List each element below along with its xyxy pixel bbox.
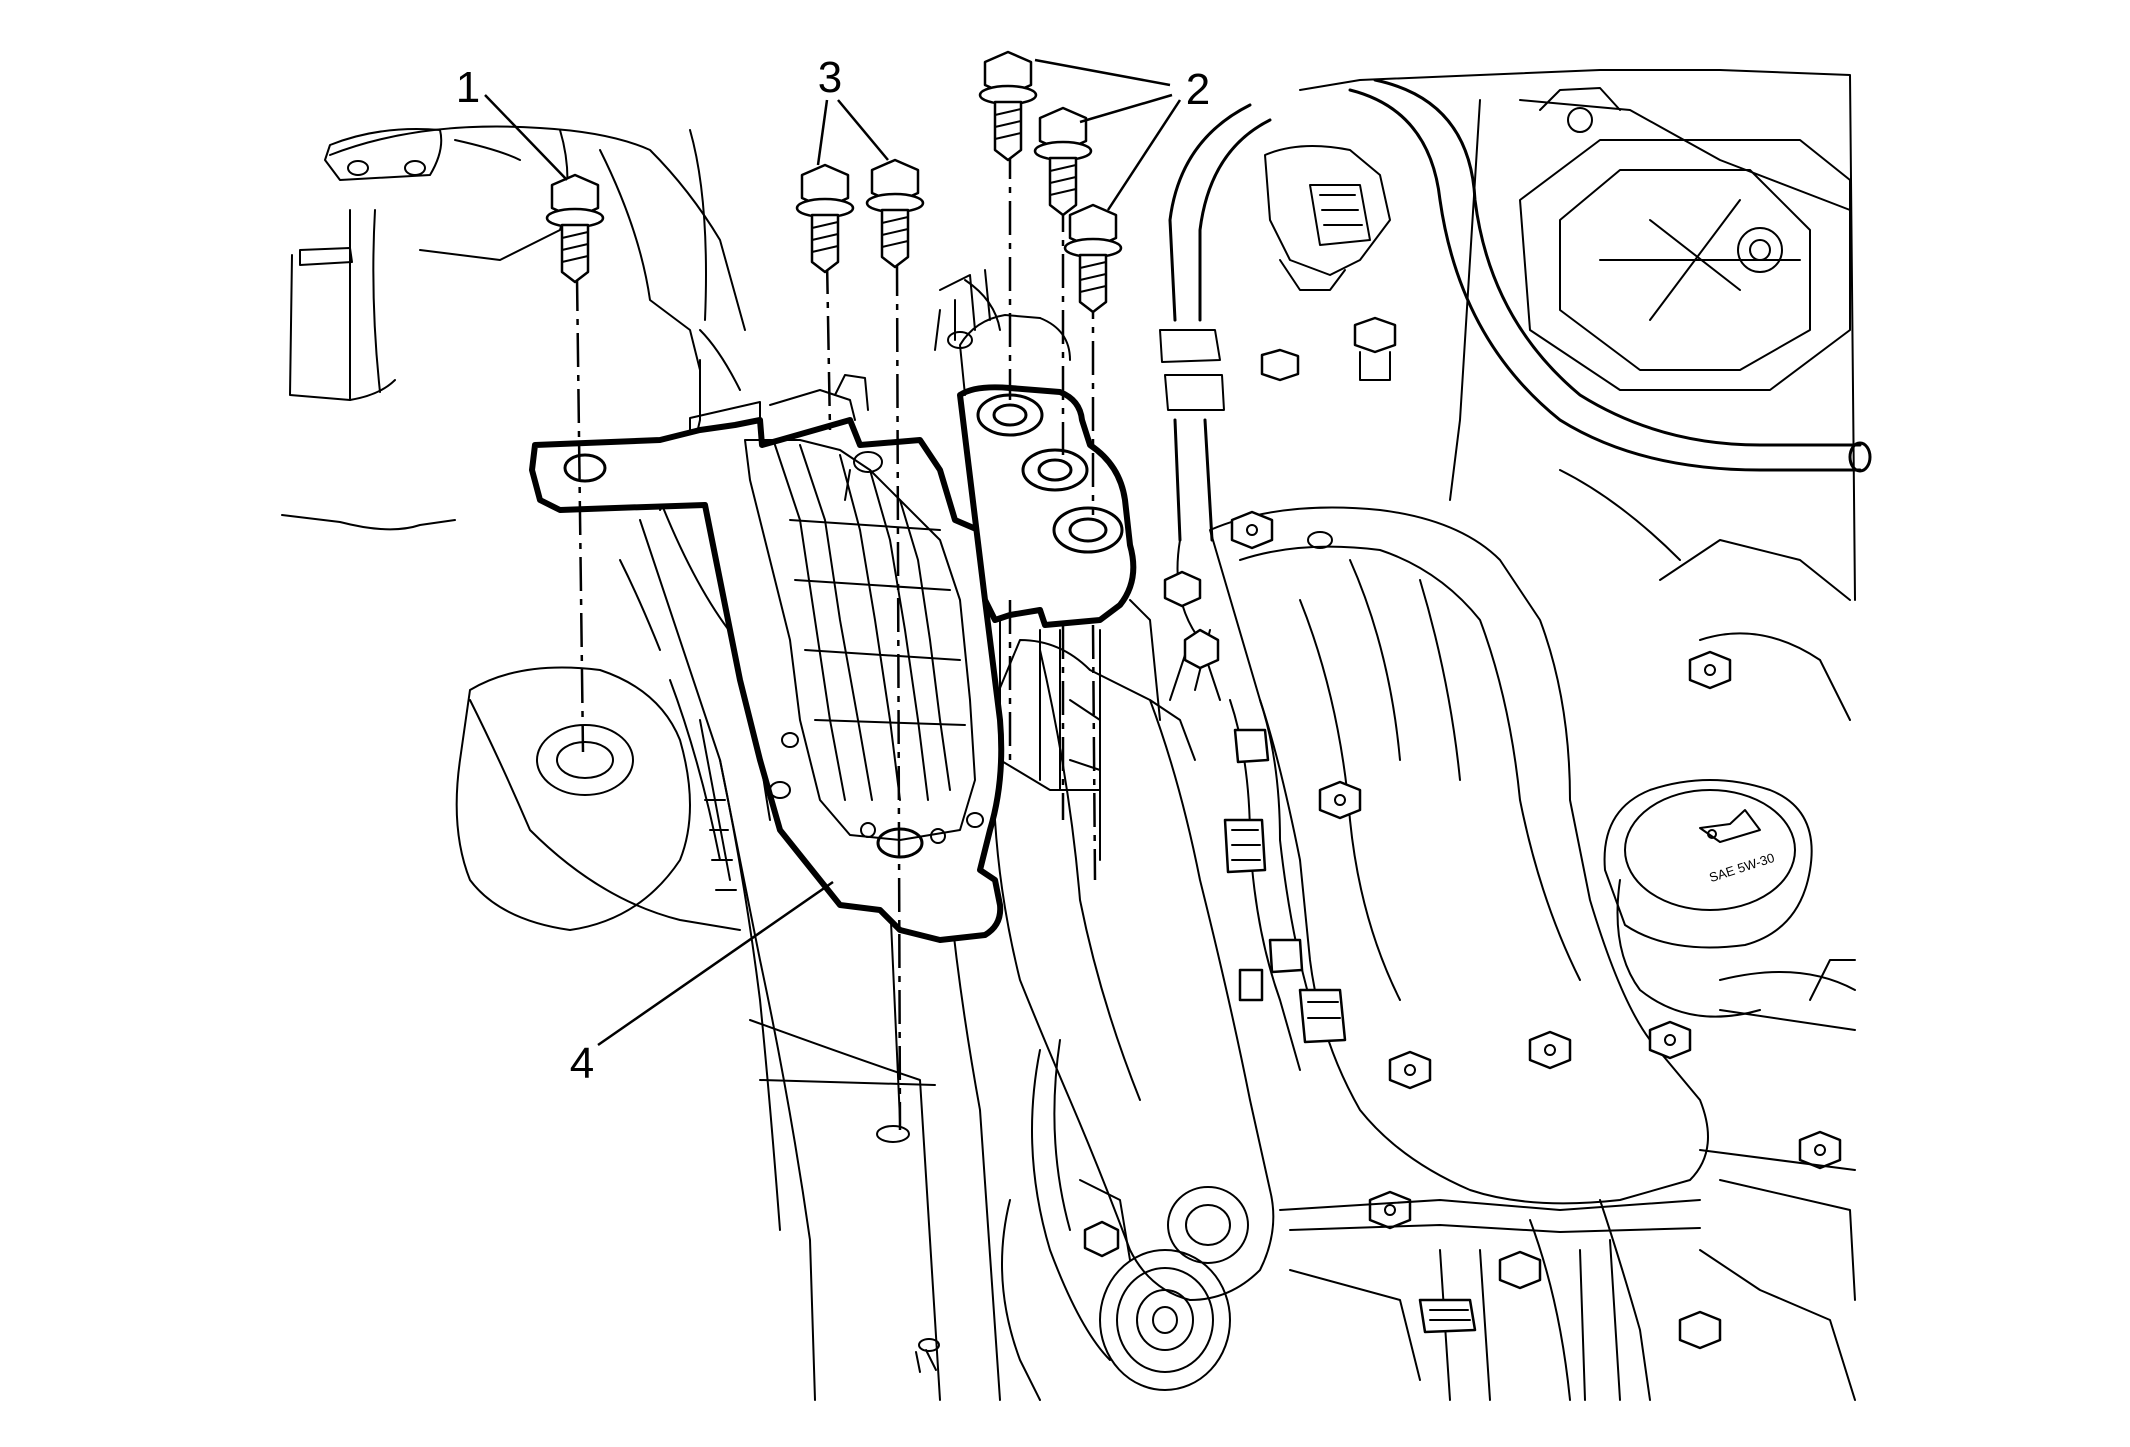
callout-1: 1 [456,63,480,112]
oil-filler-cap: SAE 5W-30 [1603,779,1813,1018]
housing-bolt [1230,510,1274,550]
accessory-pulleys [1001,1039,1231,1401]
transmission-mount-bracket [529,374,1005,943]
oil-cap-label: SAE 5W-30 [1707,850,1776,885]
bolt-centerlines [575,145,1097,1131]
bolt-item-2-middle [1033,106,1093,217]
bolt-item-2-bottom [1063,203,1123,314]
housing-bolt [1318,780,1362,820]
lower-linkage [1279,1199,1856,1401]
wiring-harness [1223,699,1347,1071]
side-support [934,269,1161,861]
callout-3: 3 [818,53,842,102]
bolt-item-3-left [795,163,855,274]
frame-boss-left [455,666,737,931]
bolt-item-3-right [865,158,925,269]
housing-bolt [1368,1190,1412,1230]
housing-bolt [1798,1130,1842,1170]
transmission-case [281,125,781,1231]
bolt-item-2-top [978,50,1038,162]
bracket-bolt [1353,316,1397,381]
callout-2: 2 [1186,65,1210,114]
callout-4: 4 [570,1039,594,1088]
housing-bolt [1688,650,1732,690]
housing-bolt [1648,1020,1692,1060]
mount-bracket-engine-side [957,314,1137,628]
housing-bolt [1388,1050,1432,1090]
bolt-item-1 [545,173,605,284]
bracket-bolt [1260,348,1300,382]
callout-leaders [484,58,1182,1047]
housing-bolt [1528,1030,1572,1070]
lower-mount-arm [994,570,1275,1301]
